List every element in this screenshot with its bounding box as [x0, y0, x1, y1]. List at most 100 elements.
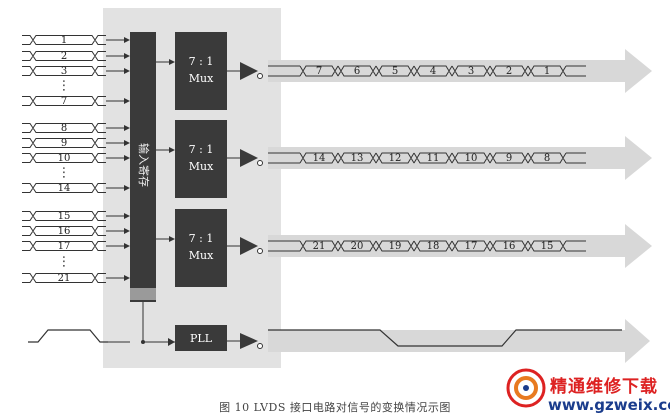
- serial-bit-label: 2: [506, 66, 512, 77]
- input-arrowhead: [124, 53, 130, 59]
- mux-ratio-label: 7 : 1: [189, 55, 214, 68]
- input-eye-shape: [22, 96, 106, 106]
- input-ellipsis: ⋮: [58, 79, 71, 94]
- input-arrowhead: [124, 228, 130, 234]
- serial-bit-label: 5: [392, 66, 398, 77]
- input-arrowhead: [124, 98, 130, 104]
- input-arrowhead: [124, 68, 130, 74]
- input-bit-15: 15: [22, 211, 130, 222]
- watermark-url: www.gzweix.com: [548, 396, 670, 414]
- gear-logo-icon: [506, 368, 546, 408]
- serial-bit-label: 15: [541, 241, 554, 252]
- pll-block: [175, 325, 227, 351]
- serial-bit-label: 10: [465, 153, 478, 164]
- lvds-driver-buffer: [240, 237, 258, 255]
- serial-bit-label: 17: [465, 241, 478, 252]
- input-bit-9: 9: [22, 138, 130, 149]
- register-to-mux-arrowhead: [169, 147, 175, 153]
- input-ellipsis: ⋮: [58, 255, 71, 270]
- input-bit-1: 1: [22, 35, 130, 46]
- input-eye-shape: [22, 273, 106, 283]
- input-eye-shape: [22, 241, 106, 251]
- input-bit-7: 7: [22, 96, 130, 107]
- register-label: 输入寄存: [137, 143, 151, 187]
- input-bit-label: 16: [58, 226, 71, 237]
- input-bit-2: 2: [22, 51, 130, 62]
- input-eye-shape: [22, 51, 106, 61]
- input-arrowhead: [124, 140, 130, 146]
- watermark-chinese-text: 精通维修下载: [550, 377, 658, 397]
- input-bit-3: 3: [22, 66, 130, 77]
- serial-bit-label: 20: [351, 241, 364, 252]
- mux-block: [175, 209, 227, 287]
- clock-output-arrow: [268, 319, 650, 363]
- lvds-driver-buffer: [240, 62, 258, 80]
- clock-section: PLL: [28, 302, 650, 363]
- output-arrow-band: [268, 49, 652, 93]
- input-bit-14: 14: [22, 183, 130, 194]
- input-arrowhead: [124, 125, 130, 131]
- input-bit-8: 8: [22, 123, 130, 134]
- register-to-mux-arrowhead: [169, 59, 175, 65]
- input-bit-label: 17: [58, 241, 71, 252]
- input-arrowhead: [124, 213, 130, 219]
- output-arrow-band: [268, 224, 652, 268]
- clock-arrowhead: [168, 338, 175, 346]
- lvds-driver-buffer: [240, 149, 258, 167]
- input-eye-shape: [22, 138, 106, 148]
- serial-bit-label: 13: [351, 153, 364, 164]
- input-bit-label: 3: [61, 66, 67, 77]
- input-eye-shape: [22, 183, 106, 193]
- input-eye-shape: [22, 226, 106, 236]
- input-bit-17: 17: [22, 241, 130, 252]
- serial-eye-pattern: [268, 240, 586, 252]
- serial-bit-label: 4: [430, 66, 436, 77]
- input-bit-label: 15: [58, 211, 71, 222]
- mux-name-label: Mux: [189, 160, 214, 173]
- driver-bubble: [257, 160, 263, 166]
- figure-caption: 图 10 LVDS 接口电路对信号的变换情况示图: [219, 401, 451, 414]
- output-clock-waveform: [268, 329, 622, 347]
- serial-bit-label: 7: [316, 66, 322, 77]
- input-bit-16: 16: [22, 226, 130, 237]
- serial-bit-label: 16: [503, 241, 516, 252]
- input-ellipsis: ⋮: [58, 166, 71, 181]
- mux-block: [175, 32, 227, 110]
- input-arrowhead: [124, 275, 130, 281]
- serial-bit-label: 9: [506, 153, 512, 164]
- serial-bit-label: 3: [468, 66, 474, 77]
- pll-output-bubble: [257, 343, 263, 349]
- input-bit-21: 21: [22, 273, 130, 284]
- input-arrowhead: [124, 185, 130, 191]
- input-eye-shape: [22, 211, 106, 221]
- input-eye-shape: [22, 35, 106, 45]
- serial-eye-pattern: [268, 65, 586, 77]
- clock-junction: [141, 340, 145, 344]
- input-bit-label: 9: [61, 138, 67, 149]
- input-eye-shape: [22, 66, 106, 76]
- input-eye-shape: [22, 153, 106, 163]
- register-bottom-strip: [130, 288, 156, 300]
- serial-eye-pattern: [268, 152, 586, 164]
- input-arrowhead: [124, 155, 130, 161]
- register-to-mux-arrowhead: [169, 236, 175, 242]
- input-clock-waveform: [28, 329, 108, 343]
- serial-bit-label: 6: [354, 66, 360, 77]
- serial-bit-label: 18: [427, 241, 440, 252]
- output-channel-1: 7 6 5 4 3 2 1: [268, 49, 652, 93]
- input-arrowhead: [124, 243, 130, 249]
- driver-bubble: [257, 73, 263, 79]
- input-arrowhead: [124, 37, 130, 43]
- serial-bit-label: 12: [389, 153, 402, 164]
- mux-block: [175, 120, 227, 198]
- serial-bit-label: 1: [544, 66, 550, 77]
